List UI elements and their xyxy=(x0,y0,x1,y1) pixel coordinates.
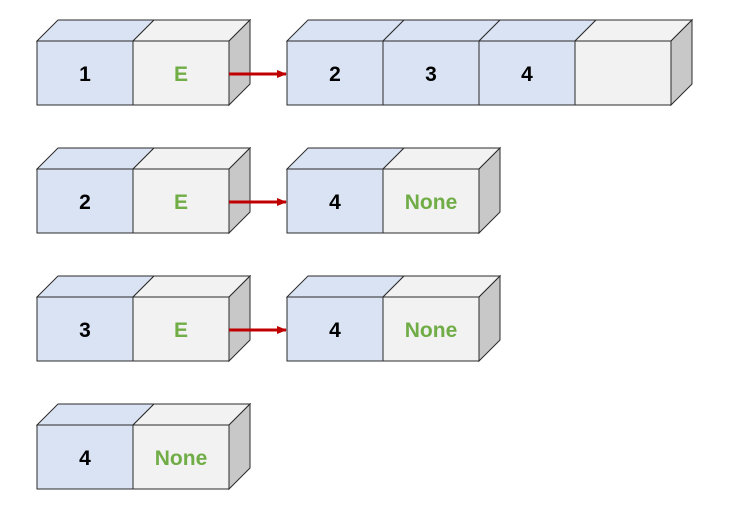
row-2-target-key-cell-0 xyxy=(286,168,384,234)
row-2-target-value-label-1: None xyxy=(405,191,458,214)
row-3-target-key-cell-0 xyxy=(286,296,384,362)
row-4-node-key-cell-0 xyxy=(36,424,134,490)
row-2-node-key-label-0: 2 xyxy=(79,191,91,214)
row-2-node-value-cell-1 xyxy=(132,168,230,234)
row-3-node-value-cell-1 xyxy=(132,296,230,362)
row-1-node-key-cell-0 xyxy=(36,40,134,106)
row-3-target-key-label-0: 4 xyxy=(329,319,341,342)
row-1-target-key-label-1: 3 xyxy=(425,63,437,86)
row-1-target-key-label-0: 2 xyxy=(329,63,341,86)
row-1-node-value-cell-1 xyxy=(132,40,230,106)
row-3-node-key-label-0: 3 xyxy=(79,319,91,342)
row-3-target-value-cell-1 xyxy=(382,296,480,362)
row-1-target-key-label-2: 4 xyxy=(521,63,533,86)
row-3-target-value-label-1: None xyxy=(405,319,458,342)
row-4-node-key-label-0: 4 xyxy=(79,447,91,470)
row-2-node-key-cell-0 xyxy=(36,168,134,234)
row-3-node-value-label-1: E xyxy=(174,319,188,342)
row-1-node-key-label-0: 1 xyxy=(79,63,91,86)
row-2-node-value-label-1: E xyxy=(174,191,188,214)
row-4-node-value-label-1: None xyxy=(155,447,208,470)
row-1-target-key-cell-2 xyxy=(478,40,576,106)
row-3-node-key-cell-0 xyxy=(36,296,134,362)
row-2-target-value-cell-1 xyxy=(382,168,480,234)
row-4-node-value-cell-1 xyxy=(132,424,230,490)
row-1-node-value-label-1: E xyxy=(174,63,188,86)
row-1-target-key-cell-0 xyxy=(286,40,384,106)
row-1-target-value-cell-3 xyxy=(574,40,672,106)
row-2-target-key-label-0: 4 xyxy=(329,191,341,214)
